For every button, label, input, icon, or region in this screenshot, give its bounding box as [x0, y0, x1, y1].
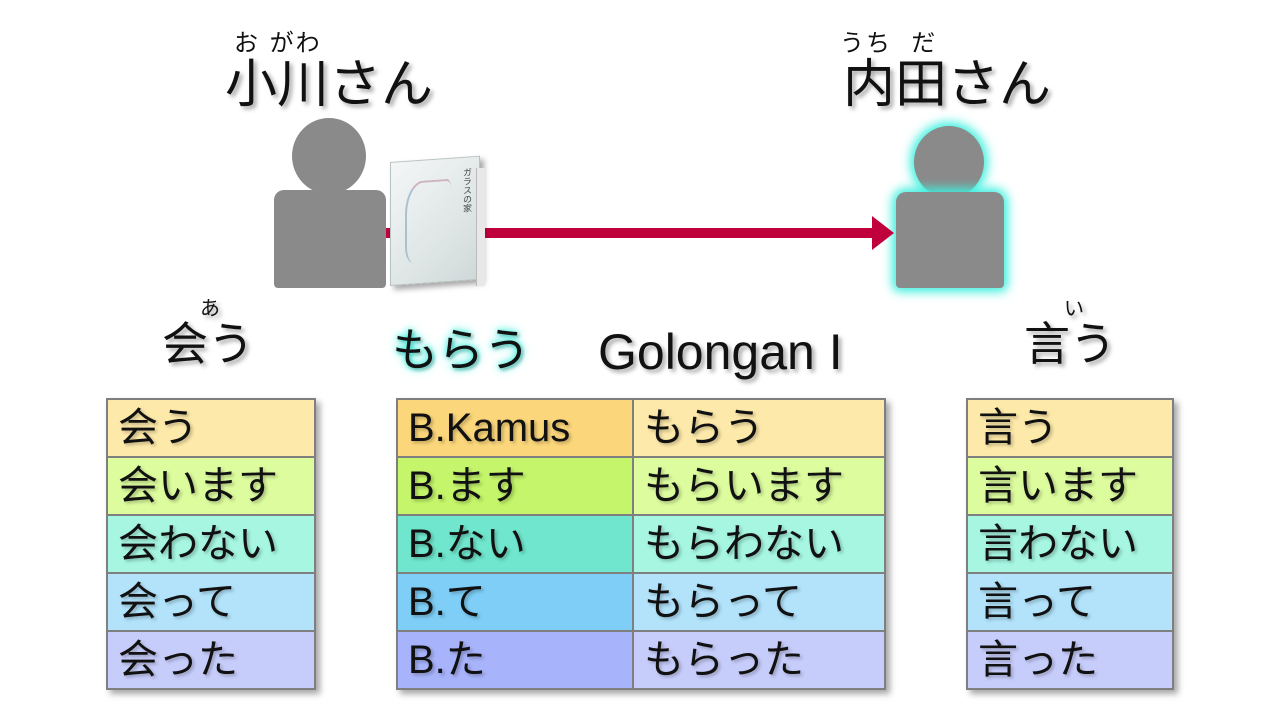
form-label-cell: B.た [396, 630, 634, 690]
table-cell: 言わない [966, 514, 1174, 574]
transfer-arrow-line [386, 228, 878, 238]
book-cover: ガラスの家 [390, 155, 480, 286]
receiver-person-icon [892, 126, 1008, 288]
form-label-cell: B.て [396, 572, 634, 632]
heading-au: あ 会う [162, 298, 254, 370]
conjugation-table-au: 会う 会います 会わない 会って 会った [106, 398, 316, 690]
form-value-cell: もらいます [632, 456, 886, 516]
heading-iu: い 言う [1024, 298, 1116, 370]
heading-golongan: Golongan I [598, 324, 843, 380]
table-row: B.ない もらわない [396, 514, 886, 574]
giver-person-icon [274, 118, 386, 288]
heading-iu-text: 言う [1024, 317, 1116, 371]
form-label-cell: B.Kamus [396, 398, 634, 458]
table-cell: 会う [106, 398, 316, 458]
table-cell: 会って [106, 572, 316, 632]
giver-name: 小川さん [224, 55, 433, 115]
table-cell: 言います [966, 456, 1174, 516]
table-row: 会います [106, 456, 316, 516]
heading-iu-ruby: い [1064, 296, 1084, 320]
form-value-cell: もらって [632, 572, 886, 632]
book-spine [476, 168, 485, 286]
table-cell: 言った [966, 630, 1174, 690]
table-row: B.た もらった [396, 630, 886, 690]
receiver-name: 内田さん [842, 55, 1051, 115]
form-value-cell: もらわない [632, 514, 886, 574]
table-cell: 会います [106, 456, 316, 516]
table-row: 会う [106, 398, 316, 458]
receiver-head [914, 126, 984, 198]
receiver-furigana: うち だ [840, 29, 938, 57]
form-value-cell: もらった [632, 630, 886, 690]
table-cell: 会わない [106, 514, 316, 574]
table-row: B.ます もらいます [396, 456, 886, 516]
book-image: ガラスの家 [390, 155, 486, 286]
table-row: 言う [966, 398, 1174, 458]
heading-au-text: 会う [162, 317, 254, 371]
giver-body [274, 190, 386, 288]
table-row: 言います [966, 456, 1174, 516]
table-cell: 言う [966, 398, 1174, 458]
table-row: B.て もらって [396, 572, 886, 632]
giver-name-block: お がわ 小川さん [214, 30, 444, 114]
heading-au-ruby: あ [200, 296, 220, 320]
table-row: 会った [106, 630, 316, 690]
table-row: 言って [966, 572, 1174, 632]
form-value-cell: もらう [632, 398, 886, 458]
table-cell: 会った [106, 630, 316, 690]
giver-furigana: お がわ [234, 29, 322, 57]
receiver-name-block: うち だ 内田さん [832, 30, 1062, 114]
table-row: 会わない [106, 514, 316, 574]
table-row: 会って [106, 572, 316, 632]
form-label-cell: B.ます [396, 456, 634, 516]
book-title: ガラスの家 [461, 167, 471, 214]
table-cell: 言って [966, 572, 1174, 632]
conjugation-table-morau: B.Kamus もらう B.ます もらいます B.ない もらわない B.て もら… [396, 398, 886, 690]
book-illustration [405, 178, 451, 264]
table-row: 言わない [966, 514, 1174, 574]
conjugation-table-iu: 言う 言います 言わない 言って 言った [966, 398, 1174, 690]
form-label-cell: B.ない [396, 514, 634, 574]
receiver-body [896, 192, 1004, 288]
table-row: B.Kamus もらう [396, 398, 886, 458]
giver-head [292, 118, 366, 194]
transfer-arrow-head-icon [872, 216, 894, 250]
table-row: 言った [966, 630, 1174, 690]
heading-morau: もらう [392, 323, 530, 377]
